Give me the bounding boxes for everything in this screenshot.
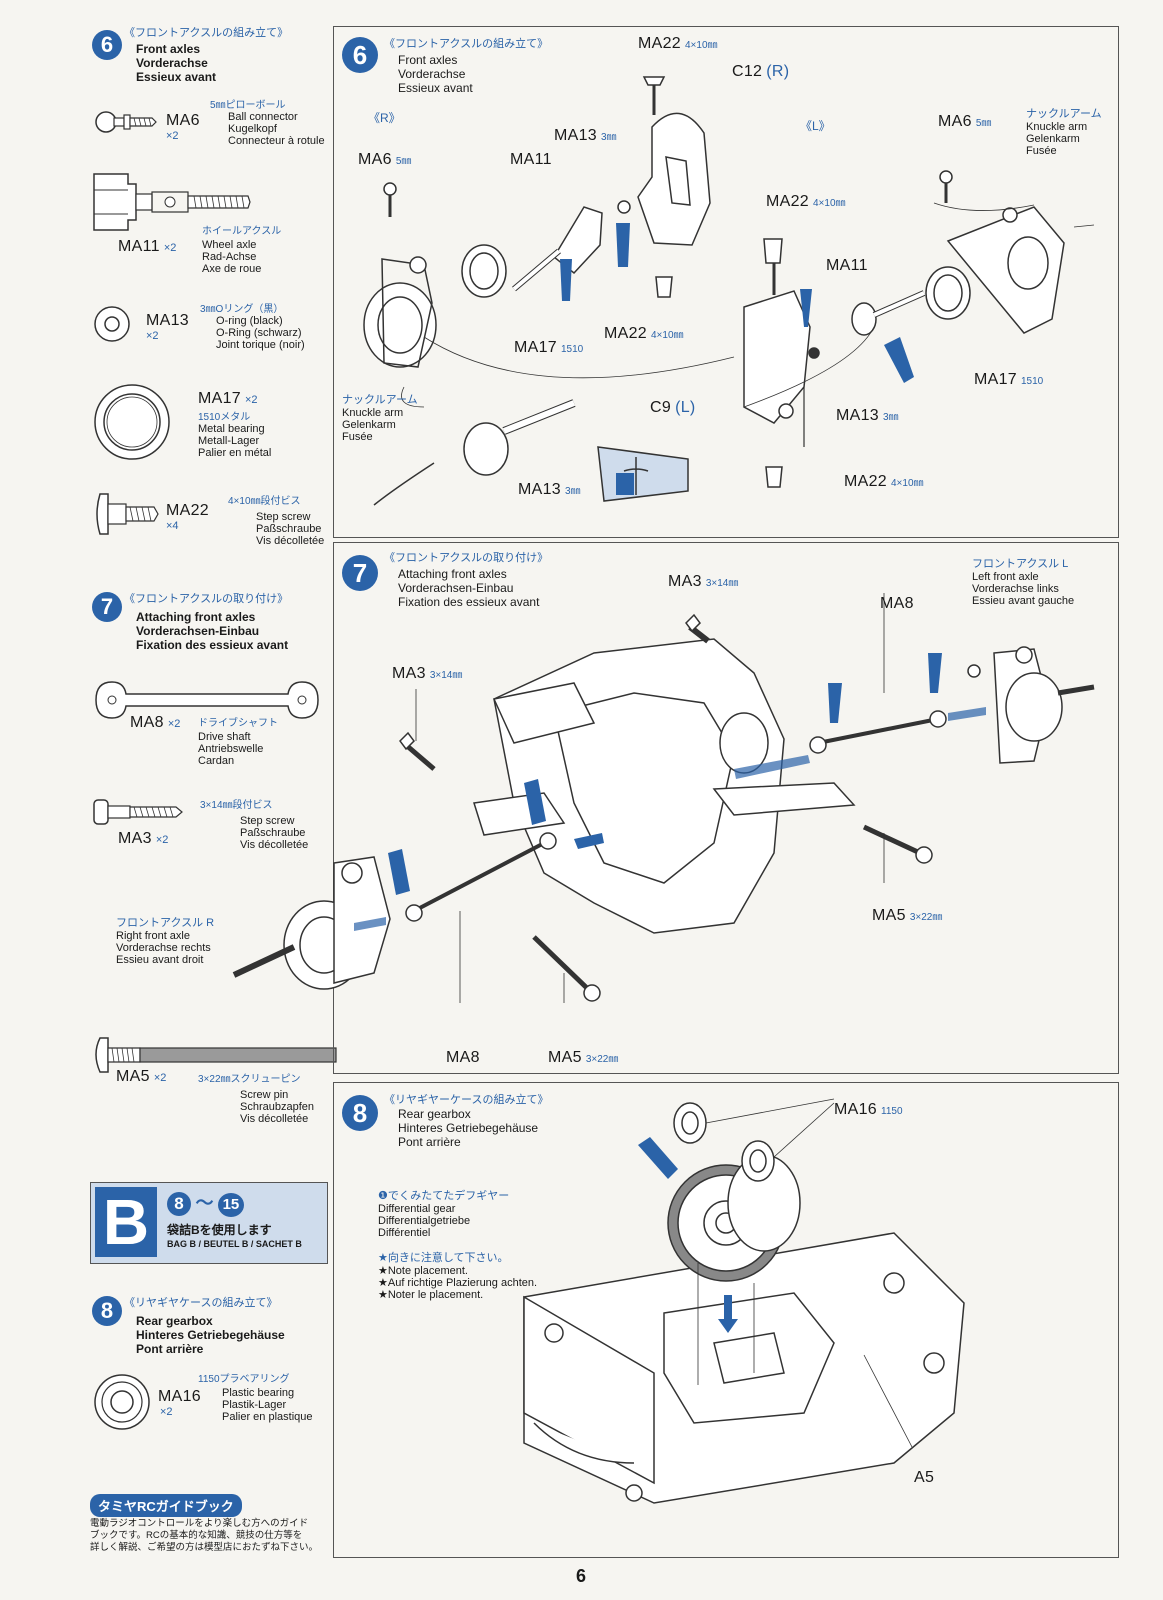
part-ma22: MA22 ×4 (166, 502, 209, 532)
part-ma6: MA6 ×2 (166, 112, 200, 142)
part-ma3: MA3×2 (118, 830, 169, 847)
label-right-front-axle: フロントアクスル R Right front axle Vorderachse … (116, 917, 215, 966)
step8-panel: 8 《リヤギヤーケースの組み立て》 Rear gearbox Hinteres … (333, 1082, 1119, 1558)
label-ma8-bottom: MA8 (446, 1049, 480, 1066)
label-placement-note: ★向きに注意して下さい。 ★Note placement. ★Auf richt… (378, 1252, 538, 1301)
panel8-jp-title: 《リヤギヤーケースの組み立て》 (384, 1094, 549, 1106)
part-ma8-desc: ドライブシャフト Drive shaft Antriebswelle Carda… (198, 718, 278, 767)
step7-titles: Attaching front axles Vorderachsen-Einba… (136, 610, 289, 652)
step7-assembly-illustration (232, 593, 1095, 1003)
label-knuckle-l: ナックルアーム Knuckle arm Gelenkarm Fusée (1026, 108, 1102, 157)
panel6-side-r: 《R》 (368, 111, 401, 125)
panel8-titles: Rear gearbox Hinteres Getriebegehäuse Po… (398, 1107, 539, 1149)
bag-jp: 袋詰Bを使用します (167, 1223, 272, 1237)
step7-panel: 7 《フロントアクスルの取り付け》 Attaching front axles … (232, 542, 1119, 1074)
label-c9: C9(L) (650, 399, 696, 416)
drive-shaft-icon (95, 681, 319, 719)
label-ma8-top: MA8 (880, 595, 914, 612)
step8-titles: Rear gearbox Hinteres Getriebegehäuse Po… (136, 1314, 285, 1356)
step6-panel: 6 《フロントアクスルの組み立て》 Front axles Vorderachs… (333, 26, 1119, 538)
part-ma17: MA17×2 1510メタル Metal bearing Metall-Lage… (198, 390, 272, 459)
step8-jp-title: 《リヤギヤケースの組み立て》 (124, 1297, 278, 1309)
part-ma3-desc: 3×14㎜段付ビス Step screw Paßschraube Vis déc… (200, 800, 309, 851)
metal-bearing-icon (94, 384, 170, 460)
guidebook-text: 電動ラジオコントロールをより楽しむ方へのガイド ブックです。RCの基本的な知識、… (90, 1518, 319, 1553)
part-ma13-desc: 3㎜Oリング（黒） O-ring (black) O-Ring (schwarz… (200, 304, 305, 351)
part-ma5-desc: 3×22㎜スクリューピン Screw pin Schraubzapfen Vis… (198, 1074, 314, 1125)
part-ma6-desc: 5㎜ピローボール Ball connector Kugelkopf Connec… (210, 100, 325, 147)
part-ma16-desc: 1150プラベアリング Plastic bearing Plastik-Lage… (198, 1374, 313, 1423)
step6-jp-title: 《フロントアクスルの組み立て》 (124, 27, 289, 39)
step8-number-badge: 8 (92, 1296, 122, 1326)
step-screw-small-icon (93, 799, 183, 825)
part-ma16: MA16 ×2 (158, 1388, 201, 1418)
panel8-number-badge: 8 (342, 1095, 378, 1131)
step-screw-icon (96, 493, 159, 535)
part-ma11-desc: ホイールアクスル Wheel axle Rad-Achse Axe de rou… (202, 226, 282, 275)
screw-pin-icon (95, 1037, 337, 1073)
ball-connector-icon (95, 111, 157, 133)
label-c12: C12(R) (732, 63, 790, 80)
part-ma8: MA8×2 (130, 714, 181, 731)
label-knuckle-r: ナックルアーム Knuckle arm Gelenkarm Fusée (342, 394, 418, 443)
wheel-axle-icon (93, 173, 251, 231)
label-left-front-axle: フロントアクスル L Left front axle Vorderachse l… (972, 558, 1075, 607)
panel7-number-badge: 7 (342, 555, 378, 591)
panel7-jp-title: 《フロントアクスルの取り付け》 (384, 552, 549, 564)
step8-assembly-illustration (523, 1098, 965, 1504)
bag-en: BAG B / BEUTEL B / SACHET B (167, 1239, 302, 1249)
panel7-titles: Attaching front axles Vorderachsen-Einba… (398, 567, 540, 609)
step6-titles: Front axles Vorderachse Essieux avant (136, 42, 217, 84)
label-a5: A5 (914, 1469, 935, 1486)
bag-b-notice: B 8 〜 15 袋詰Bを使用します BAG B / BEUTEL B / SA… (90, 1182, 328, 1264)
o-ring-icon (94, 306, 130, 342)
part-ma5: MA5×2 (116, 1068, 167, 1085)
guidebook-badge: タミヤRCガイドブック (90, 1494, 242, 1517)
step6-number-badge: 6 (92, 30, 122, 60)
page-number: 6 (576, 1566, 587, 1586)
step7-number-badge: 7 (92, 592, 122, 622)
part-ma13: MA13 ×2 (146, 312, 189, 342)
step6-assembly-illustration (363, 76, 1095, 506)
panel6-number-badge: 6 (342, 37, 378, 73)
part-ma11: MA11×2 (118, 238, 177, 255)
panel6-side-l: 《L》 (800, 119, 831, 133)
label-ma11-r: MA11 (510, 151, 552, 168)
bag-range: 8 〜 15 (167, 1189, 244, 1217)
label-ma11-l: MA11 (826, 257, 868, 274)
part-ma22-desc: 4×10㎜段付ビス Step screw Paßschraube Vis déc… (228, 496, 325, 547)
panel6-jp-title: 《フロントアクスルの組み立て》 (384, 38, 549, 50)
plastic-bearing-icon (94, 1374, 150, 1430)
panel6-titles: Front axles Vorderachse Essieux avant (398, 53, 473, 95)
step7-jp-title: 《フロントアクスルの取り付け》 (124, 593, 289, 605)
label-differential: ❶でくみたてたデフギヤー Differential gear Different… (378, 1190, 510, 1239)
bag-letter: B (95, 1187, 157, 1257)
